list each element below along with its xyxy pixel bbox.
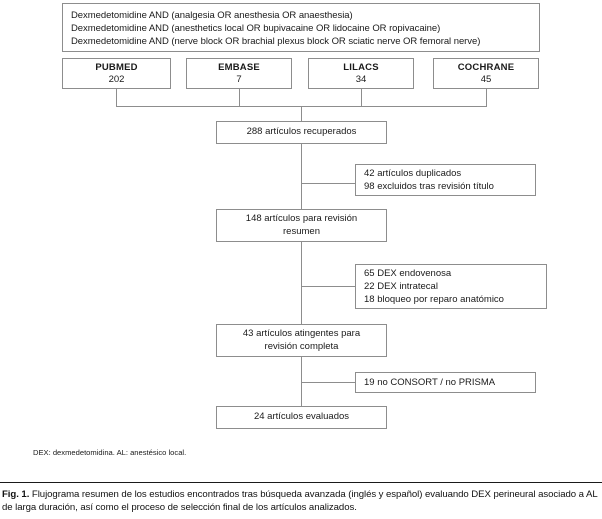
connector-trunk-fulltext-to-evaluated [301, 357, 302, 406]
exclusion-route-line-1: 65 DEX endovenosa [364, 268, 452, 279]
connector-branch-route [301, 286, 356, 287]
stage-box-full-text-review: 43 artículos atingentes para revisión co… [216, 324, 387, 357]
abbreviations-footnote: DEX: dexmedetomidina. AL: anestésico loc… [33, 448, 187, 457]
database-count-cochrane: 45 [480, 73, 492, 85]
caption-divider [0, 482, 602, 483]
search-query-line-2: Dexmedetomidine AND (anesthetics local O… [71, 23, 441, 35]
stage-retrieved-line-1: 288 artículos recuperados [246, 126, 357, 138]
stage-abstract-line-2: resumen [283, 225, 320, 237]
stage-box-retrieved: 288 artículos recuperados [216, 121, 387, 144]
exclusion-duplicates-line-2: 98 excluidos tras revisión título [364, 181, 494, 192]
connector-drop-cochrane [486, 89, 487, 107]
stage-fulltext-line-1: 43 artículos atingentes para [242, 328, 361, 339]
stage-abstract-line-1: 148 artículos para revisión [245, 213, 358, 224]
exclusion-box-route: 65 DEX endovenosa 22 DEX intratecal 18 b… [355, 264, 547, 309]
exclusion-box-duplicates: 42 artículos duplicados 98 excluidos tra… [355, 164, 536, 196]
database-name-cochrane: COCHRANE [457, 61, 515, 73]
stage-box-abstract-review: 148 artículos para revisión resumen [216, 209, 387, 242]
connector-branch-duplicates [301, 183, 356, 184]
exclusion-route-line-3: 18 bloqueo por reparo anatómico [364, 294, 504, 305]
figure-caption-label: Fig. 1. [2, 489, 30, 500]
exclusion-consort-line-1: 19 no CONSORT / no PRISMA [364, 377, 496, 388]
database-name-lilacs: LILACS [343, 61, 379, 73]
database-box-cochrane: COCHRANE 45 [433, 58, 539, 89]
figure-caption: Fig. 1. Flujograma resumen de los estudi… [2, 488, 600, 515]
exclusion-route-line-2: 22 DEX intratecal [364, 281, 438, 292]
database-box-pubmed: PUBMED 202 [62, 58, 171, 89]
database-box-lilacs: LILACS 34 [308, 58, 414, 89]
database-count-pubmed: 202 [108, 73, 125, 85]
database-name-pubmed: PUBMED [95, 61, 138, 73]
figure-caption-text: Flujograma resumen de los estudios encon… [2, 489, 598, 514]
database-count-lilacs: 34 [355, 73, 367, 85]
connector-drop-lilacs [361, 89, 362, 107]
connector-trunk-abstract-to-fulltext [301, 242, 302, 324]
connector-drop-pubmed [116, 89, 117, 107]
connector-trunk-retrieved-to-abstract [301, 144, 302, 209]
exclusion-box-consort-prisma: 19 no CONSORT / no PRISMA [355, 372, 536, 393]
stage-evaluated-line-1: 24 artículos evaluados [253, 411, 350, 423]
stage-box-evaluated: 24 artículos evaluados [216, 406, 387, 429]
connector-branch-consort [301, 382, 356, 383]
search-query-box: Dexmedetomidine AND (analgesia OR anesth… [62, 3, 540, 52]
stage-fulltext-line-2: revisión completa [264, 340, 339, 352]
database-name-embase: EMBASE [218, 61, 260, 73]
connector-bus-to-retrieved [301, 106, 302, 121]
search-query-line-3: Dexmedetomidine AND (nerve block OR brac… [71, 36, 481, 48]
database-count-embase: 7 [236, 73, 242, 85]
database-box-embase: EMBASE 7 [186, 58, 292, 89]
exclusion-duplicates-line-1: 42 artículos duplicados [364, 168, 462, 179]
connector-drop-embase [239, 89, 240, 107]
search-query-line-1: Dexmedetomidine AND (analgesia OR anesth… [71, 10, 353, 21]
